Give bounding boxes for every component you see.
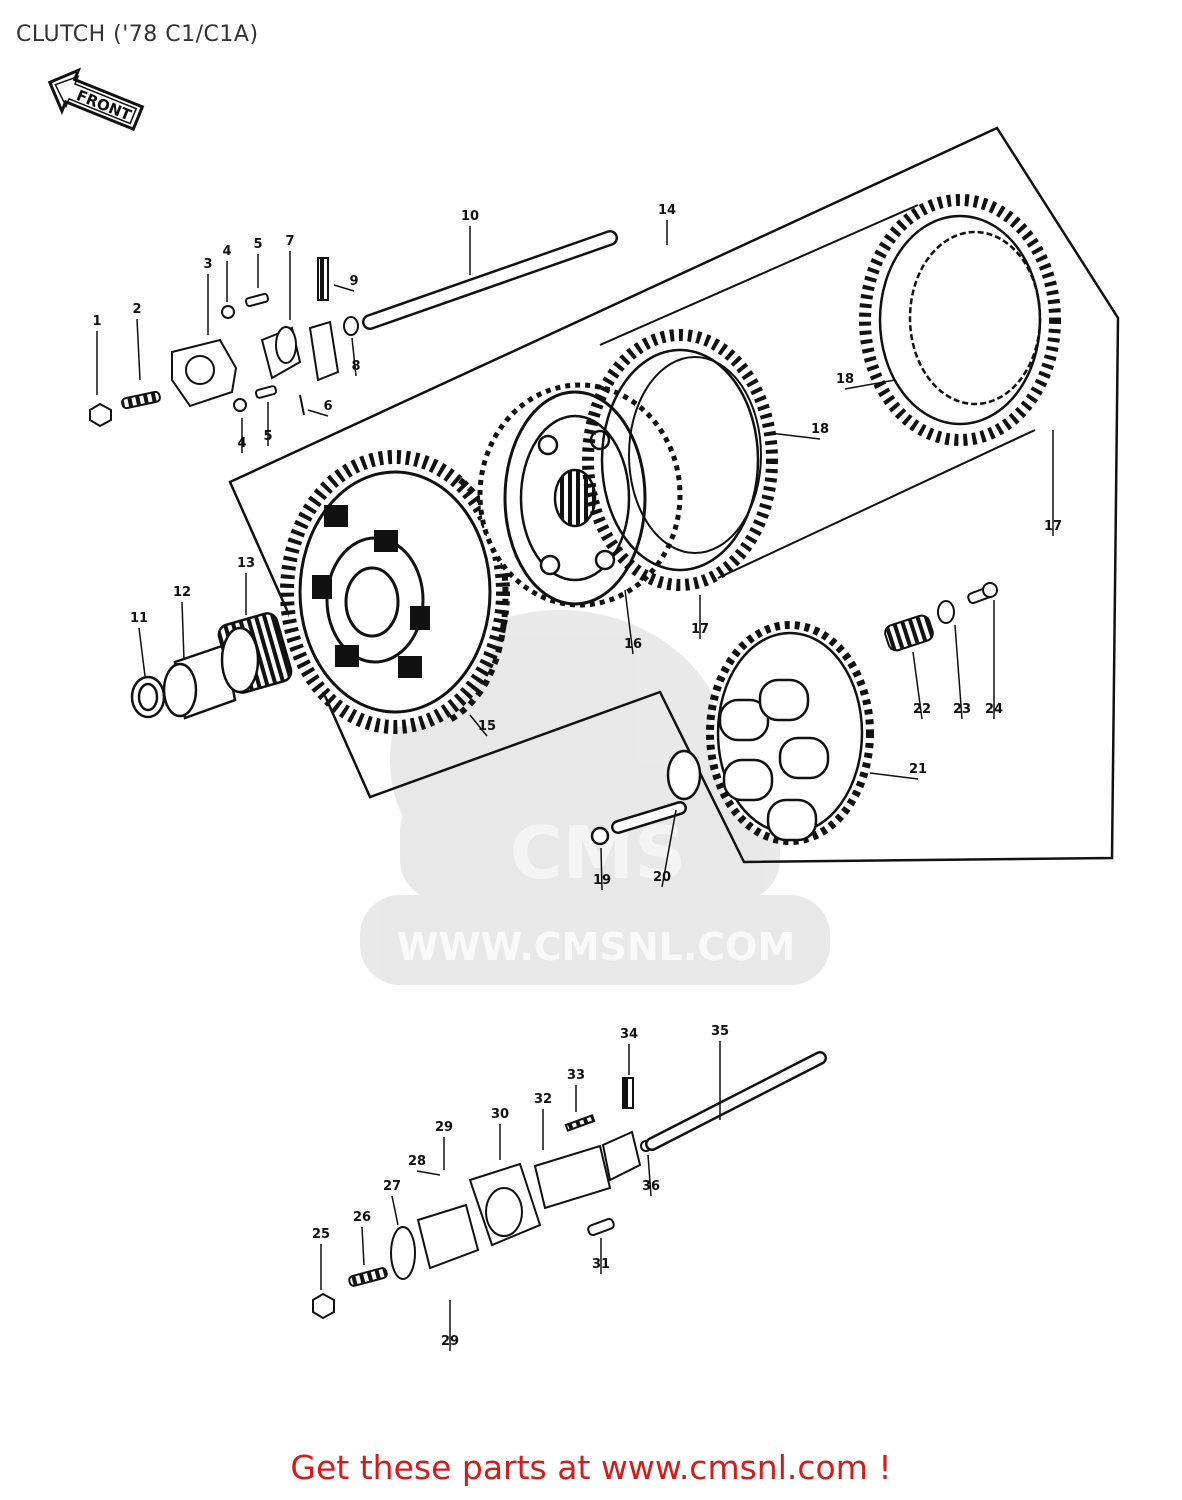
leader-line-28: [416, 1170, 441, 1176]
part-callout-5a[interactable]: 5: [253, 237, 262, 252]
leader-line-6: [307, 409, 329, 417]
part-callout-20[interactable]: 20: [653, 870, 671, 885]
part-callout-27[interactable]: 27: [383, 1179, 401, 1194]
part-callout-30[interactable]: 30: [491, 1107, 509, 1122]
page-title: CLUTCH ('78 C1/C1A): [16, 22, 259, 47]
part-callout-15[interactable]: 15: [478, 719, 496, 734]
leader-line-9: [333, 284, 355, 292]
footer-link-text[interactable]: Get these parts at www.cmsnl.com !: [290, 1448, 892, 1487]
leader-line-11: [138, 627, 146, 677]
pushrod-20: [590, 749, 702, 846]
part-callout-32[interactable]: 32: [534, 1092, 552, 1107]
part-callout-23[interactable]: 23: [953, 702, 971, 717]
part-callout-8[interactable]: 8: [351, 359, 360, 374]
part-callout-35[interactable]: 35: [711, 1024, 729, 1039]
leader-line-8: [351, 337, 357, 377]
leader-line-18b: [769, 432, 821, 440]
part-callout-5b[interactable]: 5: [263, 429, 272, 444]
leader-line-21: [869, 772, 919, 780]
part-callout-19[interactable]: 19: [593, 873, 611, 888]
part-callout-22[interactable]: 22: [913, 702, 931, 717]
spring-bolt-set: [884, 582, 998, 652]
part-callout-2[interactable]: 2: [132, 302, 141, 317]
part-callout-33[interactable]: 33: [567, 1068, 585, 1083]
part-callout-17b[interactable]: 17: [1044, 519, 1062, 534]
leader-line-15: [469, 714, 488, 737]
clutch-plates: [582, 194, 1061, 591]
part-callout-11[interactable]: 11: [130, 611, 148, 626]
assembly-outline: [228, 126, 1120, 864]
pushrod-10: [362, 230, 618, 330]
part-callout-7[interactable]: 7: [285, 234, 294, 249]
leader-line-12: [181, 601, 185, 661]
leader-line-19: [600, 847, 603, 891]
watermark-url: WWW.CMSNL.COM: [397, 925, 796, 969]
part-callout-6[interactable]: 6: [323, 399, 332, 414]
leader-line-20: [661, 809, 677, 888]
watermark-logo: CMS: [510, 811, 686, 895]
part-callout-21[interactable]: 21: [909, 762, 927, 777]
part-callout-25[interactable]: 25: [312, 1227, 330, 1242]
front-arrow-icon: FRONT: [47, 67, 145, 132]
part-callout-17a[interactable]: 17: [691, 622, 709, 637]
part-callout-31[interactable]: 31: [592, 1257, 610, 1272]
part-callout-13[interactable]: 13: [237, 556, 255, 571]
part-callout-34[interactable]: 34: [620, 1027, 638, 1042]
leader-line-18a: [844, 379, 896, 390]
part-callout-12[interactable]: 12: [173, 585, 191, 600]
part-callout-24[interactable]: 24: [985, 702, 1003, 717]
clutch-hub: [477, 382, 683, 608]
leader-line-26: [361, 1226, 365, 1266]
part-callout-3[interactable]: 3: [203, 257, 212, 272]
clutch-housing-gear: [280, 450, 510, 734]
bearing-parts: [130, 612, 293, 720]
shaft-35: [645, 1051, 827, 1151]
part-callout-10[interactable]: 10: [461, 209, 479, 224]
part-callout-1[interactable]: 1: [92, 314, 101, 329]
part-callout-4a[interactable]: 4: [222, 244, 231, 259]
part-callout-28[interactable]: 28: [408, 1154, 426, 1169]
leader-line-22: [912, 651, 923, 720]
part-callout-18b[interactable]: 18: [811, 422, 829, 437]
leader-line-23: [954, 624, 963, 720]
part-callout-29a[interactable]: 29: [435, 1120, 453, 1135]
part-callout-29b[interactable]: 29: [441, 1334, 459, 1349]
leader-line-16: [624, 589, 634, 655]
part-callout-16[interactable]: 16: [624, 637, 642, 652]
release-mechanism-bottom: [312, 1077, 652, 1320]
leader-line-36: [647, 1154, 652, 1197]
release-parts-top: [89, 257, 359, 428]
part-callout-4b[interactable]: 4: [237, 436, 246, 451]
part-callout-14[interactable]: 14: [658, 203, 676, 218]
leader-line-27: [391, 1195, 399, 1226]
pressure-plate: [706, 621, 874, 845]
part-callout-18a[interactable]: 18: [836, 372, 854, 387]
footer-link[interactable]: Get these parts at www.cmsnl.com !: [0, 1448, 1182, 1487]
leader-line-2: [136, 318, 141, 381]
part-callout-26[interactable]: 26: [353, 1210, 371, 1225]
part-callout-36[interactable]: 36: [642, 1179, 660, 1194]
part-callout-9[interactable]: 9: [349, 274, 358, 289]
